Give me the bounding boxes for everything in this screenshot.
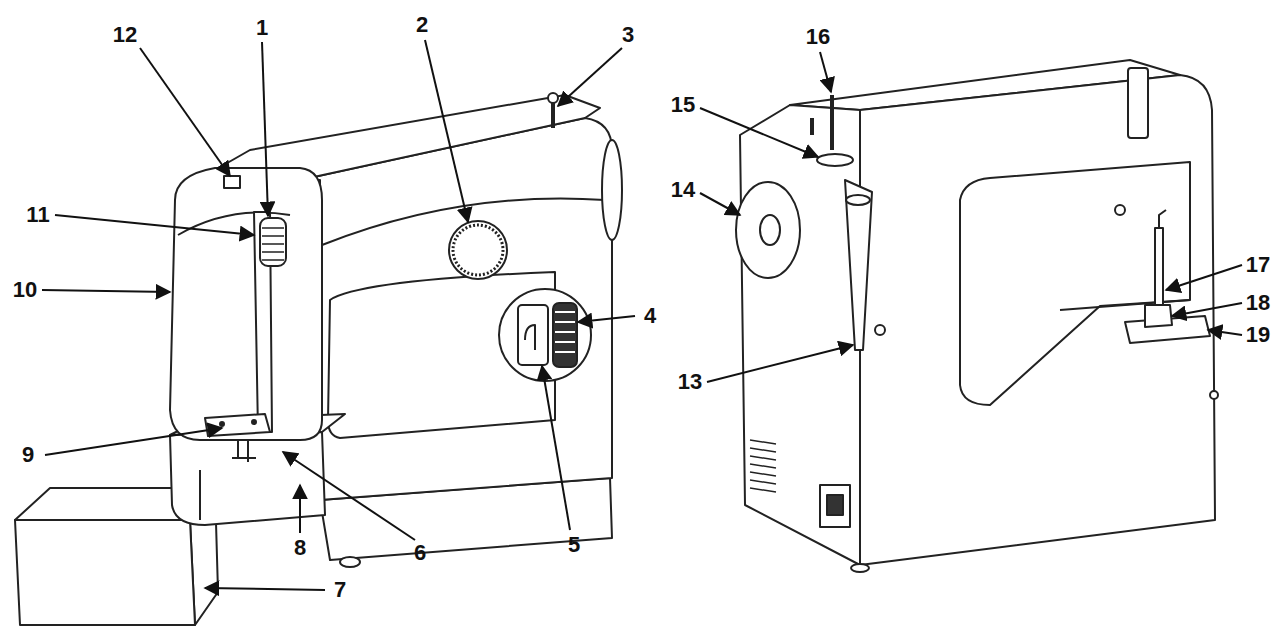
callout-number: 17 — [1246, 254, 1270, 276]
callout-number: 12 — [113, 24, 137, 46]
callout-number: 6 — [414, 542, 426, 564]
callout-number: 9 — [22, 444, 34, 466]
callout-number: 11 — [26, 204, 49, 226]
callout-number: 16 — [806, 26, 830, 48]
callout-number: 13 — [678, 371, 702, 393]
callout-number: 15 — [671, 94, 695, 116]
callout-number: 5 — [568, 534, 580, 556]
leader-arrows — [42, 40, 1242, 590]
callout-number: 7 — [334, 579, 346, 601]
callout-number: 14 — [671, 179, 695, 201]
callout-number: 10 — [13, 279, 37, 301]
callout-number: 1 — [256, 17, 268, 39]
callout-number: 4 — [644, 305, 656, 327]
callout-number: 2 — [416, 14, 428, 36]
callout-number: 8 — [294, 537, 306, 559]
callout-number: 19 — [1246, 324, 1270, 346]
callout-number: 18 — [1246, 292, 1270, 314]
callout-number: 3 — [622, 24, 634, 46]
